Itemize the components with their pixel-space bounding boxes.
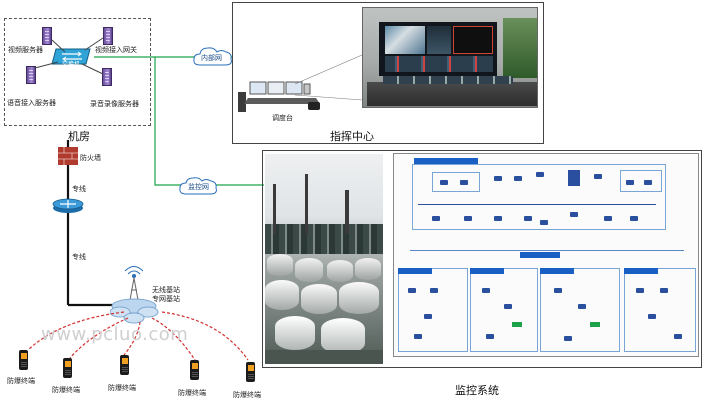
schematic-node <box>514 176 522 181</box>
router-icon <box>52 198 84 213</box>
schematic-mid-line <box>410 250 684 251</box>
schematic-node <box>424 314 432 319</box>
dispatch-desk-label: 调度台 <box>272 114 293 122</box>
video-wall-photo <box>362 7 538 108</box>
schematic-node <box>604 216 612 221</box>
machine-room-title: 机房 <box>68 130 90 143</box>
schematic-node <box>494 176 502 181</box>
schematic-node <box>460 180 468 185</box>
schematic-center-box <box>412 164 666 230</box>
schematic-site-3 <box>540 268 620 352</box>
schematic-header <box>414 158 478 164</box>
schematic-node <box>482 288 490 293</box>
terminal-5-icon <box>246 362 255 382</box>
recording-server-label: 录音录像服务器 <box>90 100 139 108</box>
terminal-4-label: 防爆终端 <box>178 389 206 397</box>
terminal-2-icon <box>63 358 72 378</box>
command-center-title: 指挥中心 <box>330 130 374 143</box>
schematic-node <box>464 216 472 221</box>
dedicated-line-label-top: 专线 <box>72 185 86 193</box>
monitoring-schematic <box>393 153 699 357</box>
terminal-1-icon <box>19 350 28 370</box>
terminal-5-label: 防爆终端 <box>233 391 261 399</box>
schematic-node <box>594 174 602 179</box>
base-station-icon <box>110 266 159 324</box>
schematic-node <box>494 216 502 221</box>
monitor-server-icon <box>42 27 52 45</box>
schematic-node <box>578 304 586 309</box>
schematic-node <box>630 216 638 221</box>
switch-label: 交换机 <box>62 61 81 68</box>
monitoring-network-label: 监控网 <box>188 183 209 191</box>
schematic-node <box>644 180 652 185</box>
schematic-node <box>648 314 656 319</box>
monitor-server-label: 视频服务器 <box>8 46 43 54</box>
monitoring-network-cloud-icon <box>179 177 217 195</box>
command-center-box <box>232 2 544 144</box>
terminal-2-label: 防爆终端 <box>52 386 80 394</box>
schematic-site-2 <box>470 268 538 352</box>
refinery-photo <box>265 154 383 364</box>
terminal-4-icon <box>190 360 199 380</box>
terminal-1-label: 防爆终端 <box>7 377 35 385</box>
schematic-green-node <box>590 322 600 327</box>
schematic-node <box>486 334 494 339</box>
schematic-node <box>636 288 644 293</box>
schematic-node <box>674 334 682 339</box>
base-station-label-line2: 专网基站 <box>152 295 180 303</box>
schematic-backbone <box>418 204 656 205</box>
base-station-label-line1: 无线基站 <box>152 286 180 294</box>
schematic-node <box>440 180 448 185</box>
schematic-green-node <box>512 322 522 327</box>
machine-room-links <box>34 37 104 75</box>
watermark-text: www.pcluo.com <box>41 324 189 345</box>
terminal-3-icon <box>120 355 129 375</box>
voice-server-label: 语音接入服务器 <box>7 99 56 107</box>
schematic-site-1-title <box>398 268 432 274</box>
switch-icon <box>51 48 91 65</box>
recording-server-icon <box>102 68 112 86</box>
schematic-node <box>408 288 416 293</box>
schematic-site-4 <box>624 268 696 352</box>
internal-network-cloud-icon <box>193 47 232 66</box>
schematic-node <box>660 288 668 293</box>
schematic-site-4-title <box>624 268 658 274</box>
schematic-site-2-title <box>470 268 504 274</box>
base-station-label: 无线基站 专网基站 <box>152 286 180 304</box>
monitoring-system-title: 监控系统 <box>455 384 499 397</box>
schematic-node <box>536 172 544 177</box>
terminal-3-label: 防爆终端 <box>108 384 136 392</box>
schematic-node <box>554 288 562 293</box>
schematic-server-group-1 <box>432 172 480 192</box>
schematic-server-group-2 <box>620 170 662 192</box>
schematic-node <box>414 334 422 339</box>
schematic-mid-tag <box>520 252 560 258</box>
schematic-node <box>524 216 532 221</box>
schematic-node <box>540 220 548 225</box>
monitoring-system-box <box>262 150 702 368</box>
internal-network-label: 内部网 <box>201 54 222 62</box>
schematic-node <box>626 180 634 185</box>
schematic-node <box>570 212 578 217</box>
schematic-node <box>564 336 572 341</box>
schematic-storage-icon <box>568 170 580 186</box>
dispatch-desk-icon <box>238 81 320 112</box>
video-gateway-icon <box>103 27 113 45</box>
schematic-node <box>432 216 440 221</box>
video-gateway-label: 视频接入网关 <box>95 46 137 54</box>
dedicated-line-label-bottom: 专线 <box>72 253 86 261</box>
firewall-icon <box>58 147 78 165</box>
schematic-node <box>430 288 438 293</box>
firewall-label: 防火墙 <box>80 154 101 162</box>
schematic-site-3-title <box>540 268 574 274</box>
machine-room-box <box>4 18 151 126</box>
voice-server-icon <box>26 66 36 84</box>
schematic-site-1 <box>398 268 468 352</box>
schematic-node <box>504 304 512 309</box>
